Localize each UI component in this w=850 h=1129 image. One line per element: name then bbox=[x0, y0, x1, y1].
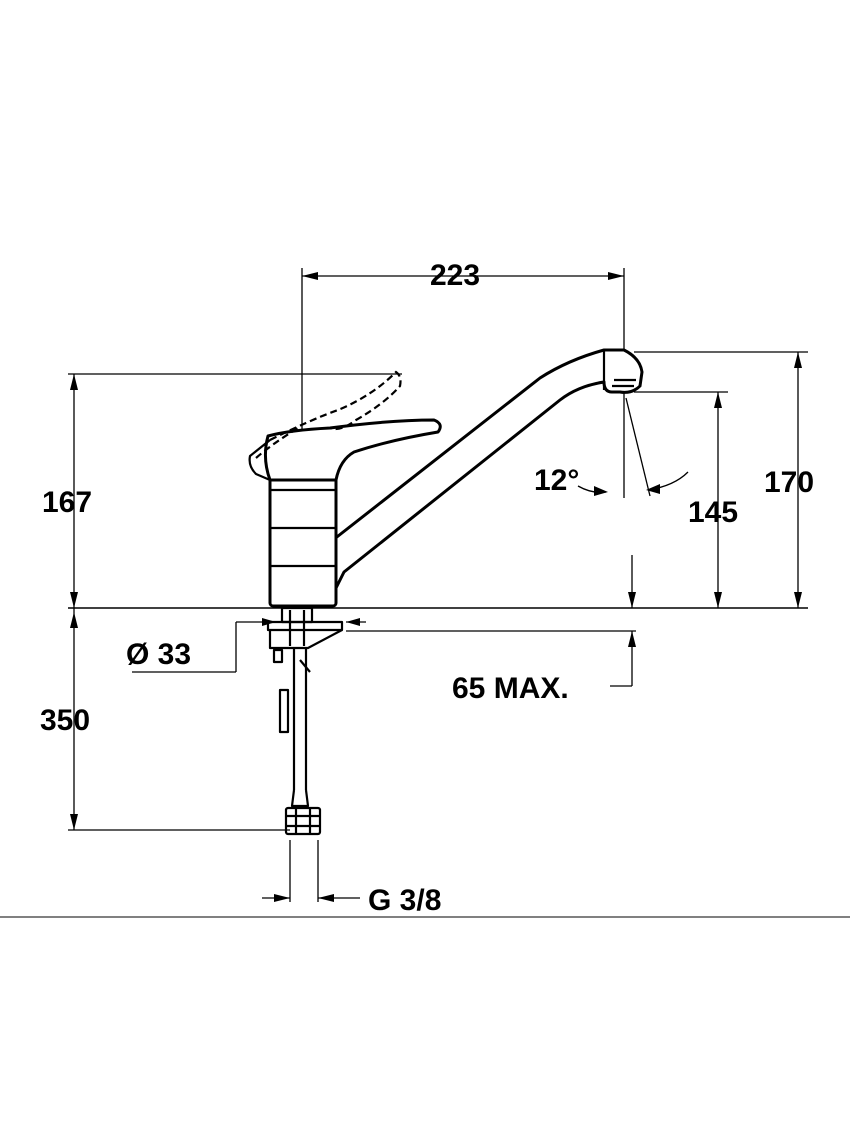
dim-spout-height: 170 bbox=[764, 466, 814, 499]
dim-hose-length: 350 bbox=[40, 704, 90, 737]
dim-lever-height: 167 bbox=[42, 486, 92, 519]
dim-deck-thickness: 65 MAX. bbox=[452, 672, 569, 705]
mounting-hardware bbox=[266, 606, 344, 734]
extension-lines bbox=[68, 268, 808, 902]
dim-spout-angle: 12° bbox=[534, 464, 579, 497]
dim-outlet-height: 145 bbox=[688, 496, 738, 529]
faucet-body-cylinder bbox=[268, 472, 338, 608]
dim-connection-thread: G 3/8 bbox=[368, 884, 441, 917]
dimension-lines bbox=[70, 272, 802, 902]
supply-hose bbox=[284, 648, 322, 836]
dim-spout-reach: 223 bbox=[430, 259, 480, 292]
faucet-spout bbox=[331, 348, 644, 594]
faucet-lever-raised-dashed bbox=[255, 370, 402, 459]
dim-base-diameter: Ø 33 bbox=[126, 638, 191, 671]
faucet-lever bbox=[248, 418, 442, 482]
